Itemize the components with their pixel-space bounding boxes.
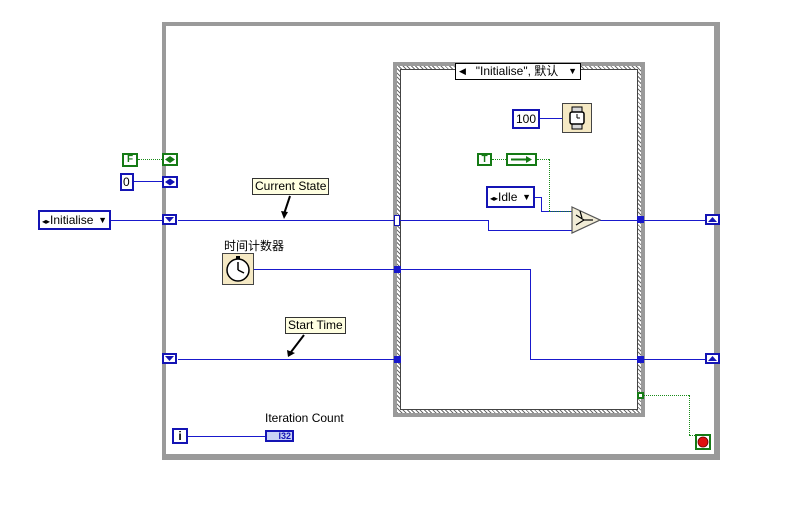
wire-start-time[interactable] (178, 359, 396, 360)
wire-select-out[interactable] (600, 220, 640, 221)
watch-icon (569, 106, 585, 130)
wait-ms-constant[interactable]: 100 (512, 109, 540, 129)
wait-ms-value: 100 (516, 112, 537, 126)
case-selector[interactable]: ◀ "Initialise", 默认 ▼ (455, 63, 581, 80)
wire-wait-ms[interactable] (540, 118, 562, 119)
wire-false-const[interactable] (138, 159, 162, 160)
iteration-terminal[interactable]: i (172, 428, 188, 444)
numeric-zero-constant[interactable]: 0 (120, 173, 134, 191)
time-shift-register-right[interactable] (705, 353, 720, 364)
wire-idle-to-select[interactable] (535, 197, 541, 198)
wire-iteration[interactable] (187, 436, 265, 437)
current-state-label[interactable]: Current State (252, 178, 330, 195)
wire-stop-right[interactable] (644, 395, 689, 396)
state-shift-register-right[interactable] (705, 214, 720, 225)
bool-shift-register[interactable] (162, 153, 178, 166)
wire-bool-to-select[interactable] (549, 211, 572, 212)
state-output-tunnel[interactable] (637, 216, 644, 223)
false-constant-value: F (126, 154, 134, 165)
stop-icon (697, 436, 709, 448)
enum-dropdown-icon[interactable]: ▼ (98, 215, 107, 225)
true-constant[interactable]: T (477, 153, 492, 166)
select-node[interactable] (571, 205, 602, 235)
wire-tick-inner[interactable] (400, 269, 530, 270)
wait-node[interactable] (562, 103, 592, 133)
wire-state-drop[interactable] (488, 220, 489, 230)
tick-count-node[interactable] (222, 253, 254, 285)
next-state-enum[interactable]: ◂▸Idle ▼ (486, 186, 535, 208)
tick-count-label: 时间计数器 (224, 239, 285, 253)
wire-stop-in[interactable] (689, 435, 695, 436)
wire-state-inner[interactable] (400, 220, 488, 221)
i32-indicator-label: I32 (278, 431, 291, 441)
true-constant-value: T (481, 154, 488, 165)
wire-true-const[interactable] (492, 159, 506, 160)
while-loop-frame[interactable] (162, 22, 720, 460)
time-shift-register-left[interactable] (162, 353, 177, 364)
initial-state-enum[interactable]: ◂▸Initialise ▼ (38, 210, 111, 230)
iteration-count-indicator[interactable]: I32 (265, 430, 294, 442)
next-enum-arrows-icon[interactable]: ◂▸ (490, 194, 499, 203)
loop-condition-terminal[interactable] (695, 434, 711, 450)
start-time-output-tunnel[interactable] (637, 356, 644, 363)
case-dropdown-icon[interactable]: ▼ (568, 66, 577, 76)
state-input-tunnel[interactable] (394, 215, 400, 226)
wire-state-out[interactable] (644, 220, 705, 221)
zero-constant-value: 0 (123, 175, 130, 189)
false-constant[interactable]: F (122, 153, 138, 167)
arrow-right-icon (511, 156, 532, 163)
wire-stop-down[interactable] (689, 395, 690, 435)
current-state-arrow-icon (281, 195, 291, 219)
stop-output-tunnel[interactable] (637, 392, 644, 399)
decrement-case-icon[interactable]: ◀ (459, 66, 466, 76)
state-shift-register-left[interactable] (162, 214, 177, 225)
wire-zero-const[interactable] (133, 181, 162, 182)
select-icon (571, 206, 602, 234)
wire-initial-state[interactable] (110, 220, 163, 221)
initial-state-value: Initialise (50, 213, 94, 227)
start-time-input-tunnel[interactable] (394, 356, 401, 363)
case-selector-label: "Initialise", 默认 (475, 64, 559, 78)
wire-bool-down[interactable] (549, 159, 550, 211)
wire-tick-drop[interactable] (530, 269, 531, 359)
wire-current-state[interactable] (178, 220, 396, 221)
tick-count-tunnel[interactable] (394, 266, 401, 273)
wire-bool-right[interactable] (537, 159, 549, 160)
wire-tick-to-tunnel[interactable] (530, 359, 640, 360)
start-time-arrow-icon (287, 334, 305, 357)
wire-start-time-out[interactable] (644, 359, 705, 360)
numeric-shift-register[interactable] (162, 176, 178, 188)
wire-state-to-select[interactable] (488, 230, 572, 231)
enum-arrows-icon[interactable]: ◂▸ (42, 217, 51, 226)
iteration-terminal-label: i (178, 429, 182, 443)
iteration-count-label: Iteration Count (265, 411, 344, 425)
start-time-label[interactable]: Start Time (285, 317, 346, 334)
bool-shift-node[interactable] (506, 153, 537, 166)
next-enum-dropdown-icon[interactable]: ▼ (522, 192, 531, 202)
wire-tick-count[interactable] (254, 269, 396, 270)
wire-idle-drop[interactable] (541, 197, 542, 211)
clock-icon (226, 256, 250, 282)
next-state-value: Idle (498, 190, 518, 204)
